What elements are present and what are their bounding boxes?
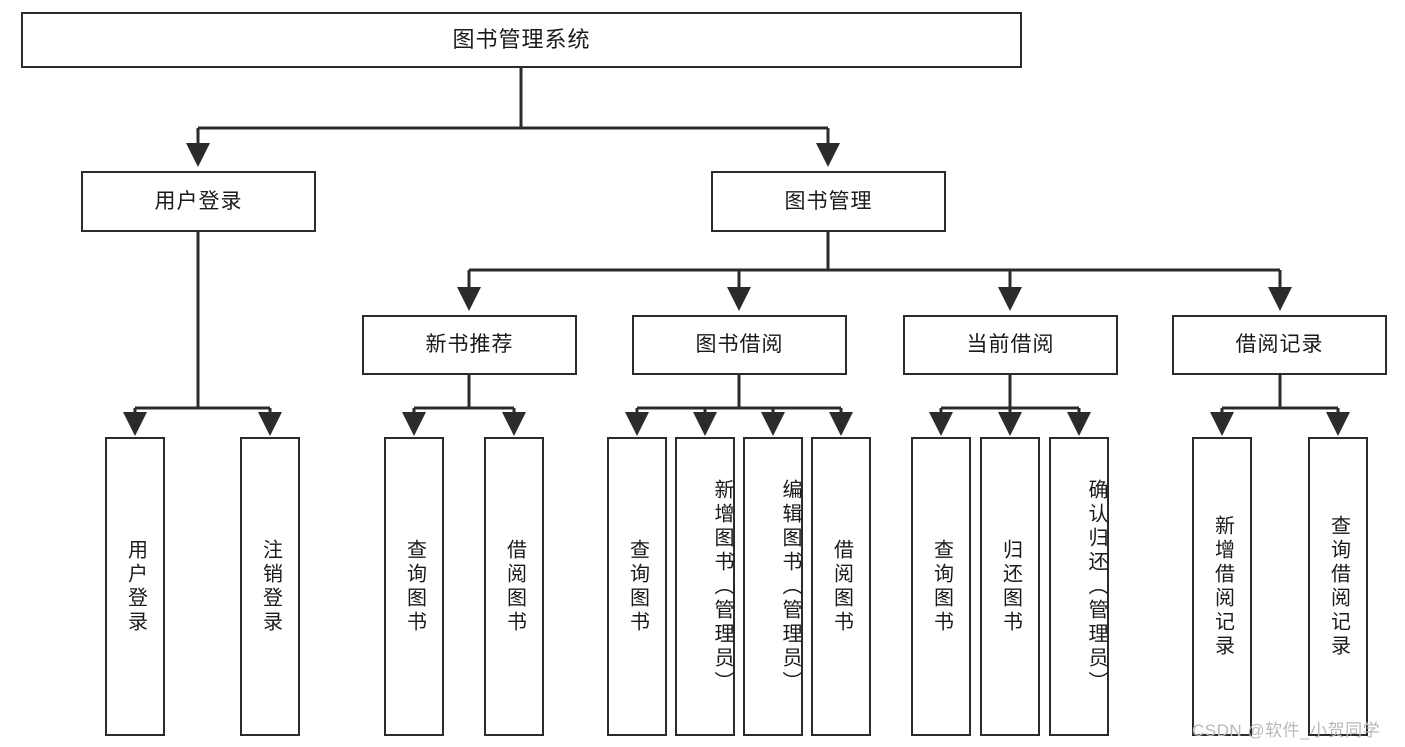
leaf-book-borrow-edit[interactable]: 编辑图书（管理员） (743, 437, 803, 736)
node-label: 图书借阅 (695, 333, 784, 357)
node-label: 查询图书 (626, 538, 649, 635)
leaf-book-borrow-add[interactable]: 新增图书（管理员） (675, 437, 735, 736)
node-label: 借阅图书 (503, 538, 526, 635)
node-label: 新增图书（管理员） (711, 478, 733, 695)
node-book-management[interactable]: 图书管理 (711, 171, 946, 232)
leaf-borrow-record-add[interactable]: 新增借阅记录 (1192, 437, 1252, 736)
leaf-user-login-login[interactable]: 用户登录 (105, 437, 165, 736)
node-label: 查询图书 (930, 538, 953, 635)
node-book-borrow[interactable]: 图书借阅 (632, 315, 847, 375)
node-label: 图书管理系统 (452, 26, 591, 52)
node-label: 编辑图书（管理员） (779, 478, 801, 695)
node-label: 确认归还（管理员） (1085, 478, 1107, 695)
leaf-user-login-logout[interactable]: 注销登录 (240, 437, 300, 736)
node-label: 图书管理 (784, 189, 873, 213)
node-user-login[interactable]: 用户登录 (81, 171, 316, 232)
leaf-current-borrow-query[interactable]: 查询图书 (911, 437, 971, 736)
node-root-book-management-system[interactable]: 图书管理系统 (21, 12, 1022, 68)
node-label: 查询图书 (403, 538, 426, 635)
leaf-new-book-borrow[interactable]: 借阅图书 (484, 437, 544, 736)
node-label: 借阅图书 (830, 538, 853, 635)
watermark: CSDN @软件_小贺同学 (1192, 721, 1381, 740)
node-label: 查询借阅记录 (1327, 514, 1350, 659)
node-label: 当前借阅 (966, 333, 1055, 357)
node-label: 用户登录 (154, 189, 243, 213)
leaf-current-borrow-confirm-return[interactable]: 确认归还（管理员） (1049, 437, 1109, 736)
leaf-book-borrow-borrow[interactable]: 借阅图书 (811, 437, 871, 736)
node-label: 用户登录 (124, 538, 147, 635)
node-label: 归还图书 (999, 538, 1022, 635)
node-new-book-recommend[interactable]: 新书推荐 (362, 315, 577, 375)
node-label: 借阅记录 (1235, 333, 1324, 357)
node-current-borrow[interactable]: 当前借阅 (903, 315, 1118, 375)
leaf-new-book-query[interactable]: 查询图书 (384, 437, 444, 736)
leaf-borrow-record-query[interactable]: 查询借阅记录 (1308, 437, 1368, 736)
node-borrow-record[interactable]: 借阅记录 (1172, 315, 1387, 375)
node-label: 新书推荐 (425, 333, 514, 357)
node-label: 注销登录 (259, 538, 282, 635)
leaf-current-borrow-return[interactable]: 归还图书 (980, 437, 1040, 736)
node-label: 新增借阅记录 (1211, 514, 1234, 659)
leaf-book-borrow-query[interactable]: 查询图书 (607, 437, 667, 736)
